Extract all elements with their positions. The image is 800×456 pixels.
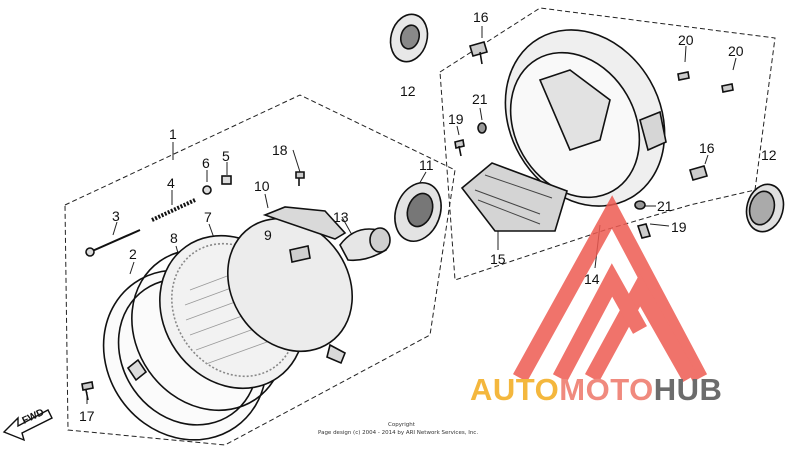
leader-lines bbox=[86, 26, 737, 404]
headlight-assembly bbox=[81, 171, 442, 441]
case-mount-right bbox=[639, 110, 667, 152]
callout-19-left: 19 bbox=[448, 111, 464, 127]
callout-20-right: 20 bbox=[728, 43, 744, 59]
headlight-group-box bbox=[64, 94, 456, 446]
callout-13: 13 bbox=[333, 209, 349, 225]
headlight-case bbox=[389, 13, 785, 239]
panel-ribs bbox=[474, 174, 553, 225]
logo-inner-triangle bbox=[584, 273, 697, 382]
callout-3: 3 bbox=[112, 208, 120, 224]
grommet-21b bbox=[634, 200, 646, 210]
screw-17 bbox=[81, 381, 94, 401]
logo-outer-triangle bbox=[513, 195, 708, 382]
fwd-arrow-shape bbox=[2, 409, 53, 442]
housing-lower-tab bbox=[326, 343, 347, 365]
screw-19 bbox=[454, 139, 465, 157]
side-reflector-right-inner bbox=[748, 190, 776, 226]
callout-19-right: 19 bbox=[671, 219, 687, 235]
callout-6: 6 bbox=[202, 155, 210, 171]
socket-inner bbox=[406, 192, 434, 228]
callout-21-left: 21 bbox=[472, 91, 488, 107]
callout-9: 9 bbox=[264, 227, 272, 243]
callout-10: 10 bbox=[254, 178, 270, 194]
callout-1: 1 bbox=[169, 126, 177, 142]
callout-12-top: 12 bbox=[400, 83, 416, 99]
callout-17: 17 bbox=[79, 408, 95, 424]
screw-20 bbox=[677, 71, 690, 81]
clip-5 bbox=[221, 175, 232, 185]
brand-auto: AUTO bbox=[470, 372, 560, 407]
copyright-line-1: Copyright bbox=[388, 422, 416, 428]
brand-hub: HUB bbox=[653, 372, 723, 407]
watermark-logo bbox=[513, 195, 708, 382]
grommet-21 bbox=[477, 122, 487, 134]
indicator-panel bbox=[460, 162, 568, 232]
bracket-9 bbox=[289, 245, 311, 263]
fwd-arrow: FWD bbox=[2, 407, 53, 442]
callout-5: 5 bbox=[222, 148, 230, 164]
spring-4 bbox=[151, 198, 196, 222]
nut-6 bbox=[202, 185, 212, 195]
screw-20b bbox=[721, 83, 734, 93]
case-group-box bbox=[439, 7, 776, 281]
callout-16-right: 16 bbox=[699, 140, 715, 156]
callout-4: 4 bbox=[167, 175, 175, 191]
brand-moto: MOTO bbox=[559, 372, 654, 407]
callout-18: 18 bbox=[272, 142, 288, 158]
callout-numbers: 1 2 3 4 5 6 7 8 9 10 11 12 12 13 14 15 1… bbox=[79, 9, 777, 424]
callout-21-right: 21 bbox=[657, 198, 673, 214]
callout-7: 7 bbox=[204, 209, 212, 225]
callout-14: 14 bbox=[584, 271, 600, 287]
callout-8: 8 bbox=[170, 230, 178, 246]
screw-19b bbox=[636, 223, 652, 239]
callout-2: 2 bbox=[129, 246, 137, 262]
callout-12-right: 12 bbox=[761, 147, 777, 163]
watermark-brand-text: AUTOMOTOHUB bbox=[470, 372, 790, 412]
copyright-line-2: Page design (c) 2004 - 2014 by ARI Netwo… bbox=[318, 430, 478, 436]
callout-20-left: 20 bbox=[678, 32, 694, 48]
callout-15: 15 bbox=[490, 251, 506, 267]
bulb-glass bbox=[369, 227, 391, 253]
callout-16-top: 16 bbox=[473, 9, 489, 25]
adjust-screw-3 bbox=[89, 229, 141, 253]
reflector-housing bbox=[226, 217, 354, 353]
bolt-16b bbox=[689, 165, 708, 181]
group-outlines bbox=[64, 7, 776, 446]
housing-bracket bbox=[262, 206, 347, 240]
logo-mid-stroke bbox=[552, 263, 647, 382]
screw-18 bbox=[295, 171, 305, 186]
side-reflector-top-inner bbox=[399, 24, 421, 50]
bolt-16 bbox=[469, 41, 488, 65]
callout-11: 11 bbox=[419, 157, 434, 173]
rim-tab bbox=[126, 358, 148, 382]
case-inner-bracket bbox=[538, 69, 611, 151]
screw-head-3 bbox=[85, 247, 95, 257]
